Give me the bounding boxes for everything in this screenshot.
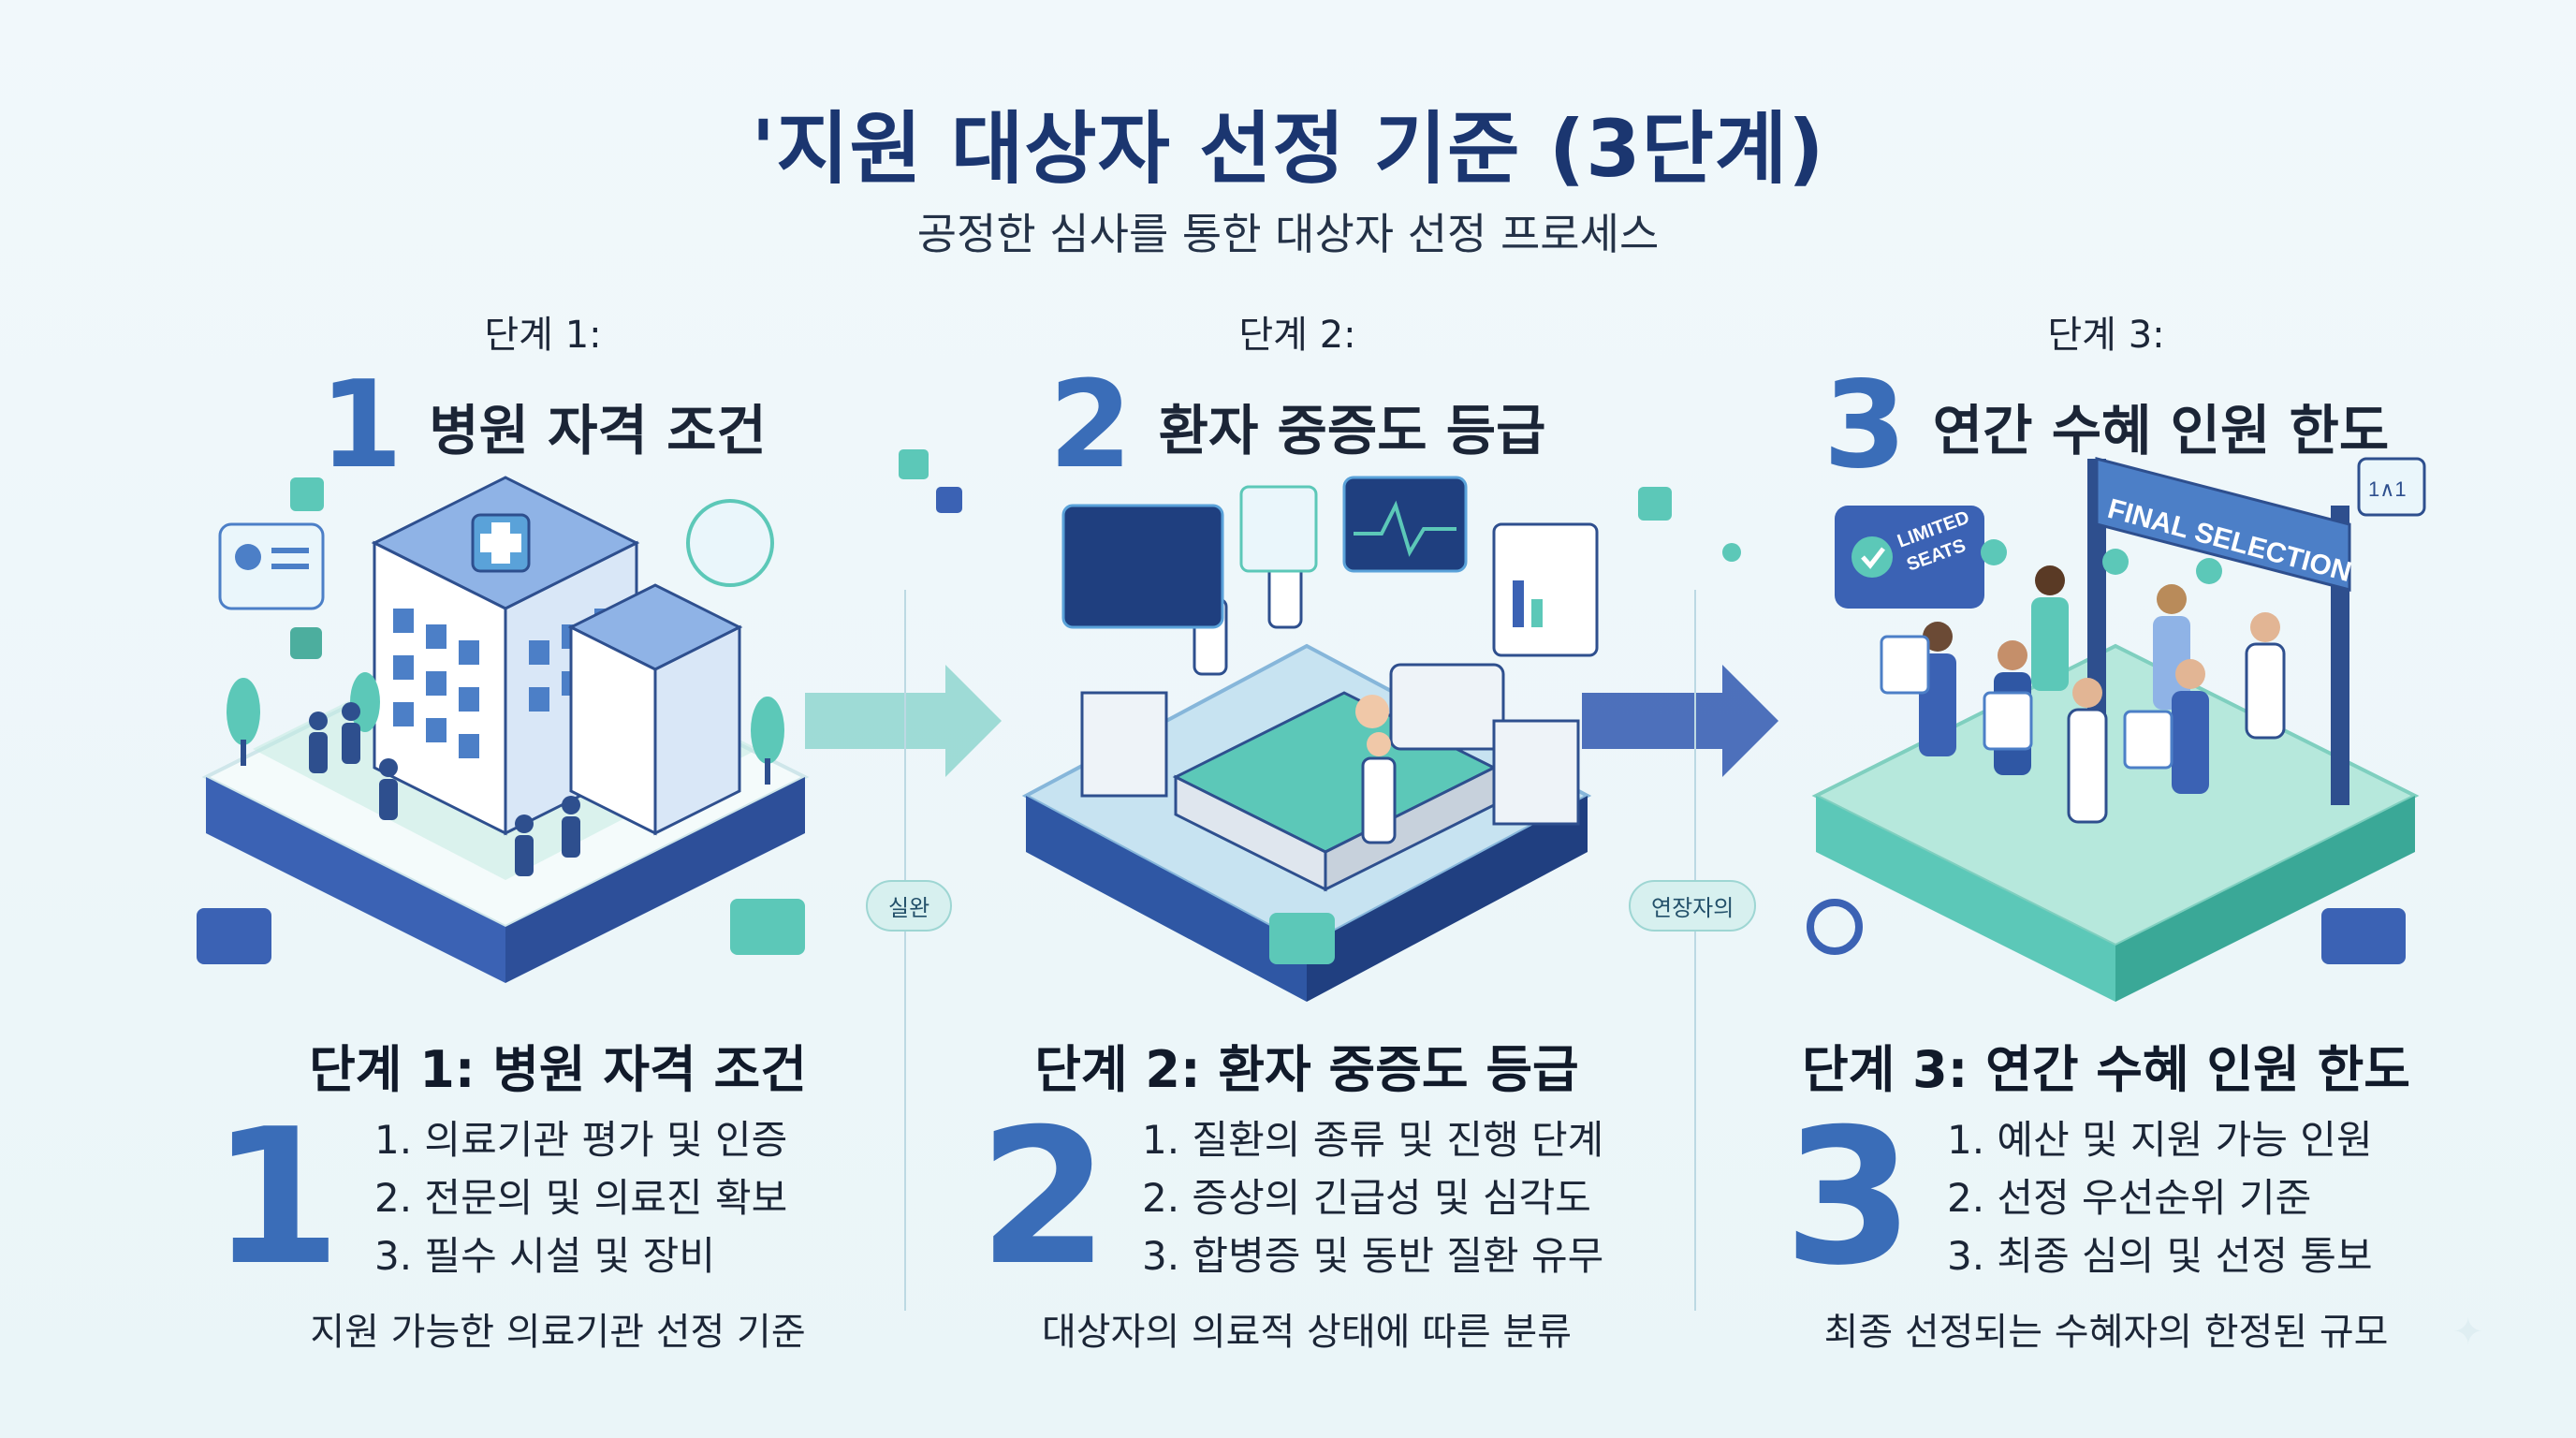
stage-1-caption: 지원 가능한 의료기관 선정 기준	[310, 1311, 806, 1354]
stage-1-item: 1. 의료기관 평가 및 인증	[374, 1117, 788, 1163]
divider-2	[1694, 590, 1696, 1311]
stage-2-name: 환자 중증도 등급	[1158, 399, 1546, 462]
stage-2-item: 1. 질환의 종류 및 진행 단계	[1142, 1117, 1604, 1163]
stage-1-criteria: 1 1. 의료기관 평가 및 인증 2. 전문의 및 의료진 확보 3. 필수 …	[206, 1105, 787, 1292]
stage-2-criteria: 2 1. 질환의 종류 및 진행 단계 2. 증상의 긴급성 및 심각도 3. …	[973, 1105, 1603, 1292]
stage-3-item: 1. 예산 및 지원 가능 인원	[1947, 1117, 2373, 1163]
stage-2-caption: 대상자의 의료적 상태에 따른 분류	[1041, 1311, 1573, 1354]
connector-2	[1582, 487, 1778, 777]
stage-1-list-number: 1	[211, 1089, 342, 1307]
stage-2-item: 2. 증상의 긴급성 및 심각도	[1142, 1175, 1591, 1221]
hospital-illustration	[197, 476, 810, 983]
stage-1-header: 단계 1: 1 병원 자격 조건	[215, 304, 871, 486]
final-selection-illustration: FINAL SELECTION 1∧1 LIMITED SEATS	[1807, 457, 2426, 1002]
stage-2-header: 단계 2: 2 환자 중증도 등급	[970, 304, 1625, 486]
stage-1-name: 병원 자격 조건	[429, 399, 767, 462]
stage-1-number: 1	[319, 356, 403, 495]
stage-1-item: 3. 필수 시설 및 장비	[374, 1233, 715, 1279]
connector-pill-1: 실완	[866, 880, 953, 932]
stage-1-label: 단계 1:	[484, 314, 602, 357]
stage-3-section-title: 단계 3: 연간 수혜 인원 한도	[1802, 1040, 2410, 1099]
stage-3-criteria: 3 1. 예산 및 지원 가능 인원 2. 선정 우선순위 기준 3. 최종 심…	[1778, 1089, 2373, 1307]
patient-room-illustration	[1021, 476, 1599, 1002]
stage-1-section-title: 단계 1: 병원 자격 조건	[309, 1040, 807, 1099]
page-title: '지원 대상자 선정 기준 (3단계)	[751, 103, 1825, 195]
stage-1-item: 2. 전문의 및 의료진 확보	[374, 1175, 788, 1221]
connector-1	[805, 449, 1002, 777]
stage-3-header: 단계 3: 3 연간 수혜 인원 한도	[1778, 304, 2434, 486]
stage-3-caption: 최종 선정되는 수혜자의 한정된 규모	[1823, 1311, 2389, 1354]
stage-2-list-number: 2	[978, 1089, 1109, 1307]
stage-3-name: 연간 수혜 인원 한도	[1932, 399, 2390, 462]
stage-2-section-title: 단계 2: 환자 중증도 등급	[1034, 1040, 1579, 1099]
stage-2-item: 3. 합병증 및 동반 질환 유무	[1142, 1233, 1604, 1279]
divider-1	[904, 590, 906, 1311]
ratio-badge-text: 1∧1	[2368, 477, 2407, 501]
sparkle-icon: ✦	[2452, 1311, 2484, 1354]
stage-2-number: 2	[1048, 356, 1133, 495]
page-subtitle: 공정한 심사를 통한 대상자 선정 프로세스	[916, 209, 1660, 259]
stage-2-label: 단계 2:	[1238, 314, 1356, 357]
connector-pill-2: 연장자의	[1629, 880, 1757, 932]
stage-3-item: 2. 선정 우선순위 기준	[1947, 1175, 2312, 1221]
stage-3-item: 3. 최종 심의 및 선정 통보	[1947, 1233, 2373, 1279]
stage-3-number: 3	[1822, 356, 1907, 495]
stage-3-list-number: 3	[1783, 1089, 1914, 1307]
stage-3-label: 단계 3:	[2047, 314, 2165, 357]
